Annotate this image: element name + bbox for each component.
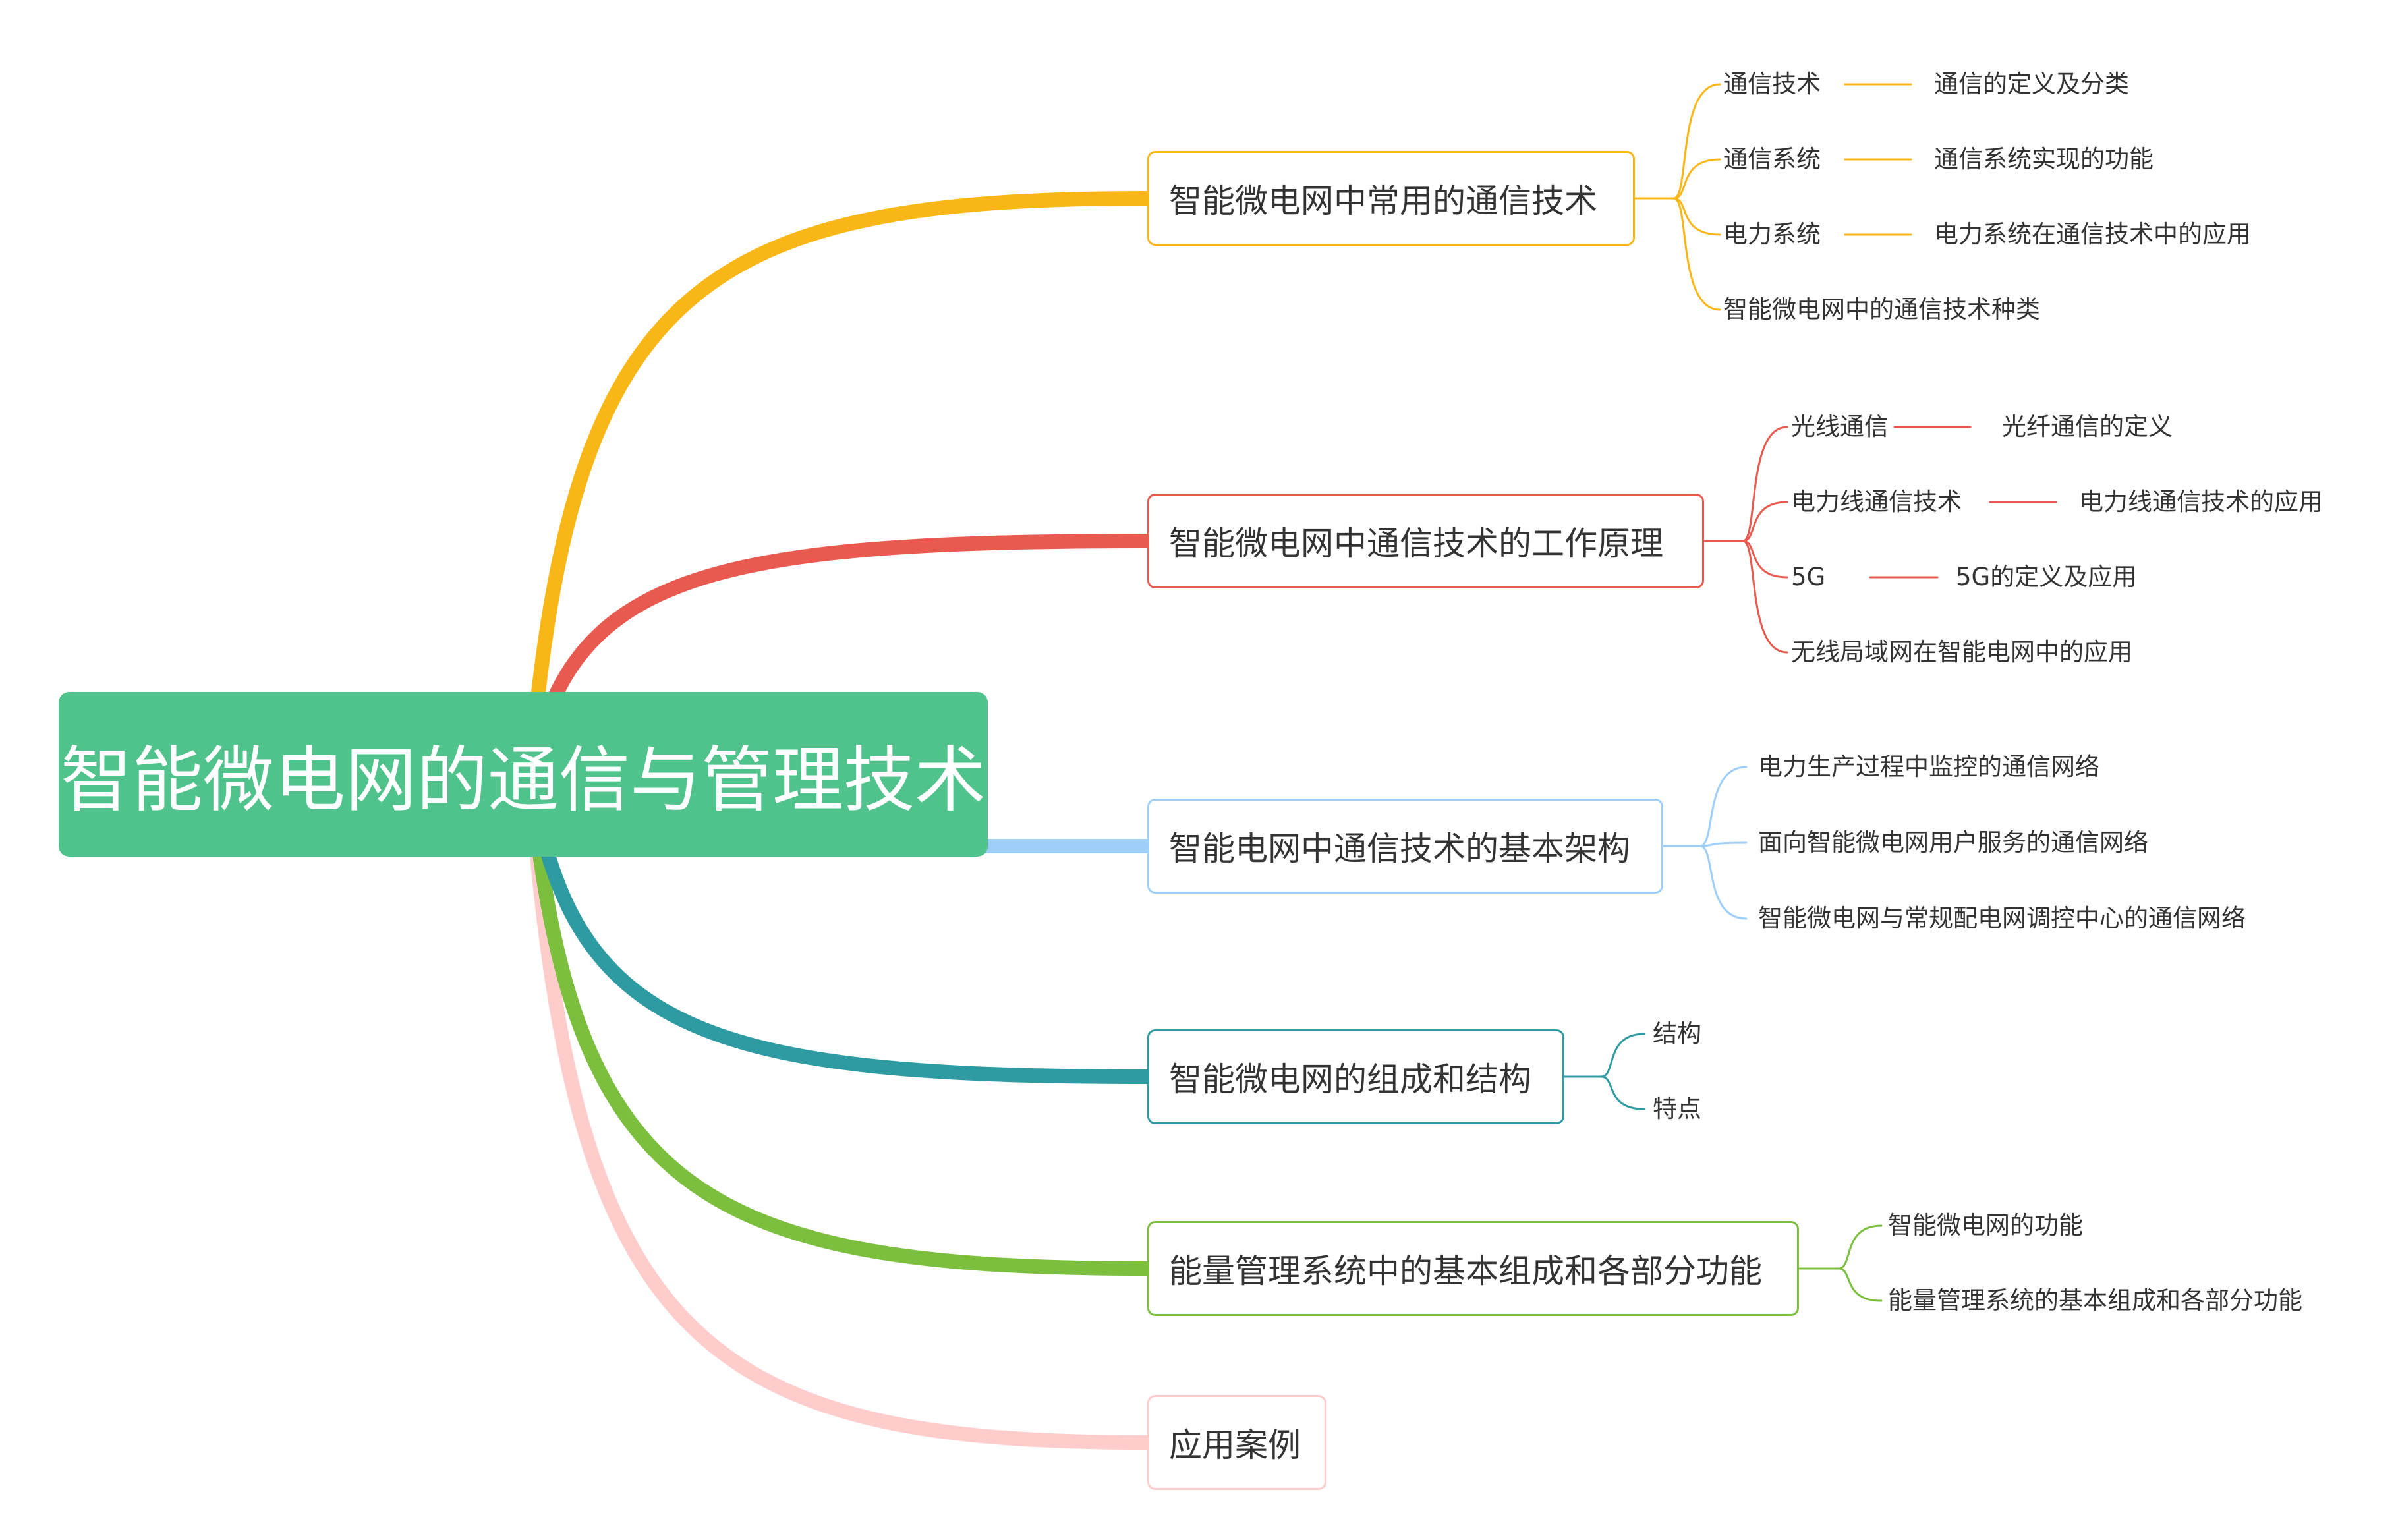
leaf-detail-topic[interactable]: 电力系统在通信技术中的应用 [1934, 220, 2251, 248]
leaf-connector [1742, 426, 1788, 542]
leaf-topic[interactable]: 5G [1791, 563, 1826, 591]
branch-connector [523, 767, 1155, 1084]
leaf-topic[interactable]: 光线通信 [1791, 413, 1889, 441]
branch-connector [523, 767, 1155, 1276]
leaf-topic[interactable]: 电力系统 [1723, 220, 1821, 248]
branch-connector [523, 767, 1155, 1450]
leaf-topic[interactable]: 电力线通信技术 [1791, 488, 1962, 516]
leaf-connector [1672, 197, 1721, 311]
branch-topic-energy-management[interactable]: 能量管理系统中的基本组成和各部分功能 [1147, 1221, 1799, 1316]
leaf-topic[interactable]: 智能微电网的功能 [1888, 1211, 2083, 1240]
leaf-detail-topic[interactable]: 光纤通信的定义 [2002, 413, 2173, 441]
leaf-topic[interactable]: 智能微电网与常规配电网调控中心的通信网络 [1758, 904, 2246, 932]
leaf-topic[interactable]: 结构 [1653, 1019, 1701, 1048]
leaf-topic[interactable]: 智能微电网中的通信技术种类 [1723, 295, 2040, 324]
leaf-connector [1672, 158, 1721, 200]
branch-topic-working-principle[interactable]: 智能微电网中通信技术的工作原理 [1147, 494, 1704, 588]
leaf-connector [1672, 83, 1721, 200]
leaf-connector [1742, 540, 1788, 579]
branch-topic-common-communication-tech[interactable]: 智能微电网中常用的通信技术 [1147, 151, 1635, 246]
branch-topic-composition-structure[interactable]: 智能微电网的组成和结构 [1147, 1029, 1564, 1124]
root-topic[interactable]: 智能微电网的通信与管理技术 [59, 692, 988, 857]
leaf-connector [1837, 1224, 1883, 1270]
branch-topic-application-cases[interactable]: 应用案例 [1147, 1395, 1326, 1490]
leaf-topic[interactable]: 电力生产过程中监控的通信网络 [1758, 753, 2099, 781]
leaf-topic[interactable]: 通信技术 [1723, 70, 1821, 98]
leaf-connector [1600, 1075, 1645, 1110]
branch-topic-basic-architecture[interactable]: 智能电网中通信技术的基本架构 [1147, 799, 1663, 894]
leaf-connector [1600, 1033, 1645, 1078]
leaf-connector [1742, 501, 1788, 542]
leaf-connector [1672, 197, 1721, 236]
leaf-connector [1837, 1267, 1883, 1302]
leaf-detail-topic[interactable]: 电力线通信技术的应用 [2079, 488, 2323, 516]
leaf-topic[interactable]: 特点 [1653, 1095, 1701, 1123]
leaf-topic[interactable]: 无线局域网在智能电网中的应用 [1791, 638, 2132, 666]
leaf-connector [1699, 766, 1748, 847]
leaf-topic[interactable]: 通信系统 [1723, 145, 1821, 173]
leaf-connector [1742, 540, 1788, 654]
leaf-detail-topic[interactable]: 5G的定义及应用 [1956, 563, 2137, 591]
leaf-detail-topic[interactable]: 通信系统实现的功能 [1934, 145, 2154, 173]
leaf-connector [1699, 841, 1748, 847]
leaf-detail-topic[interactable]: 通信的定义及分类 [1934, 70, 2129, 98]
leaf-topic[interactable]: 面向智能微电网用户服务的通信网络 [1758, 828, 2148, 857]
leaf-topic[interactable]: 能量管理系统的基本组成和各部分功能 [1888, 1286, 2302, 1315]
leaf-connector [1699, 845, 1748, 920]
branch-connector [523, 191, 1155, 782]
